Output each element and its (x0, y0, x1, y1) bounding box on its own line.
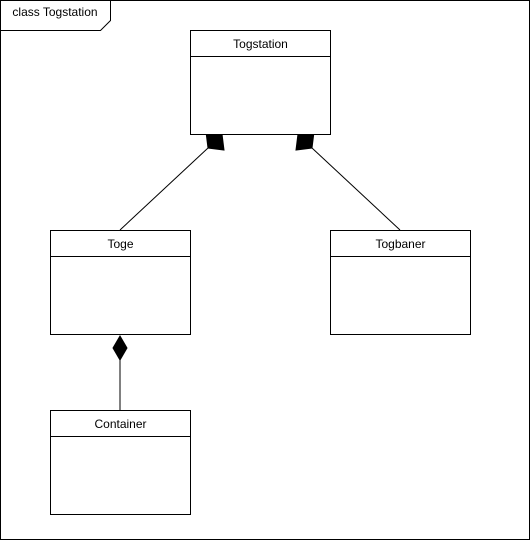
class-togstation[interactable]: Togstation (190, 30, 331, 135)
composition-line (311, 147, 401, 231)
class-name: Togstation (233, 37, 288, 51)
frame-title-tab (0, 0, 111, 31)
relation-togstation-toge[interactable] (119, 131, 225, 231)
class-box (190, 30, 331, 135)
relation-toge-container[interactable] (112, 335, 128, 410)
class-togbaner[interactable]: Togbaner (330, 230, 471, 335)
composition-line (119, 147, 209, 231)
class-name: Container (94, 417, 146, 431)
class-name: Toge (107, 237, 133, 251)
class-box (330, 230, 471, 335)
class-container[interactable]: Container (50, 410, 191, 515)
class-box (50, 230, 191, 335)
composition-diamond-icon (112, 335, 128, 361)
class-box (50, 410, 191, 515)
class-toge[interactable]: Toge (50, 230, 191, 335)
class-name: Togbaner (375, 237, 425, 251)
frame-title: class Togstation (12, 5, 97, 19)
